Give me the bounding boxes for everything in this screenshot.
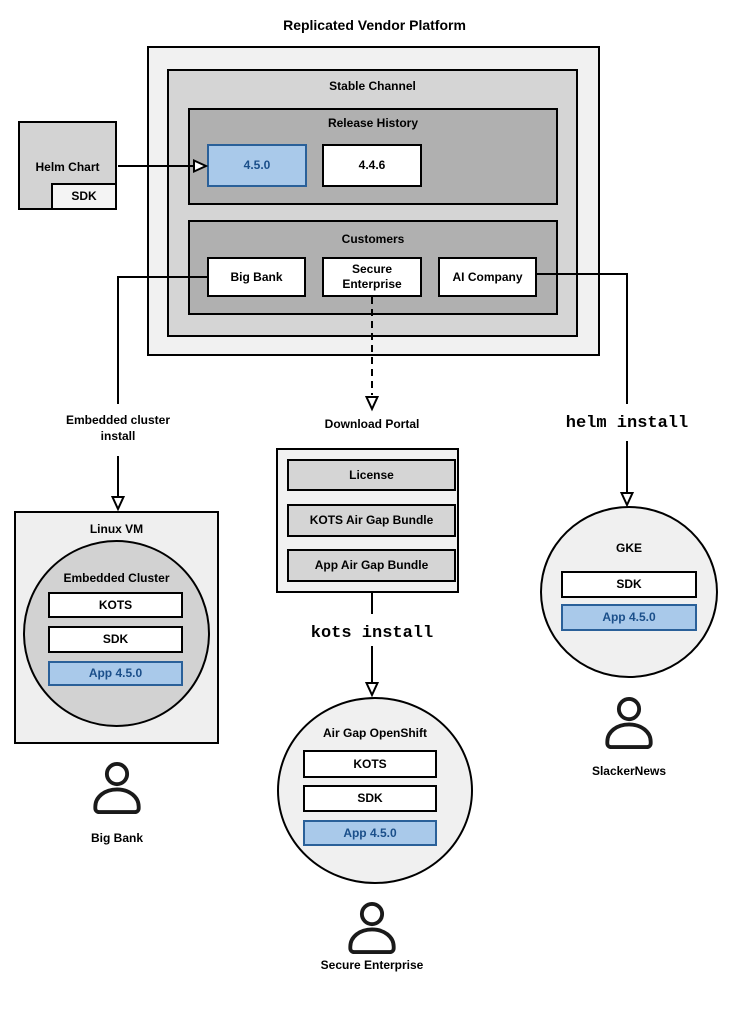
airgap-app-box: App 4.5.0 xyxy=(303,820,437,846)
linux-vm-kots-box: KOTS xyxy=(48,592,183,618)
download-portal-label: Download Portal xyxy=(324,417,420,431)
helm-sdk-box: SDK xyxy=(51,183,117,210)
user-label-big-bank: Big Bank xyxy=(90,831,143,845)
linux-vm-app-box: App 4.5.0 xyxy=(48,661,183,686)
edge-label-embedded-cluster-install: Embedded cluster install xyxy=(65,413,171,444)
airgap-kots-box: KOTS xyxy=(303,750,437,778)
portal-item-license: License xyxy=(287,459,456,491)
portal-item-kots-airgap-bundle: KOTS Air Gap Bundle xyxy=(287,504,456,537)
linux-vm-sdk-box: SDK xyxy=(48,626,183,653)
user-icon xyxy=(605,696,653,750)
portal-item-app-airgap-bundle: App Air Gap Bundle xyxy=(287,549,456,582)
customer-node-secure-enterprise: Secure Enterprise xyxy=(322,257,422,297)
release-node-4-5-0: 4.5.0 xyxy=(207,144,307,187)
helm-chart-label: Helm Chart xyxy=(35,160,100,174)
user-icon xyxy=(348,901,396,955)
user-icon xyxy=(93,761,141,815)
airgap-openshift-label: Air Gap OpenShift xyxy=(322,726,427,740)
user-label-secure-enterprise: Secure Enterprise xyxy=(320,958,424,972)
diagram-title: Replicated Vendor Platform xyxy=(283,17,466,33)
linux-vm-label: Linux VM xyxy=(89,522,144,536)
edge-label-kots-install: kots install xyxy=(310,624,434,643)
gke-app-box: App 4.5.0 xyxy=(561,604,697,631)
customer-node-ai-company: AI Company xyxy=(438,257,537,297)
edge-label-helm-install: helm install xyxy=(565,414,689,433)
user-label-slackernews: SlackerNews xyxy=(591,764,667,778)
gke-sdk-box: SDK xyxy=(561,571,697,598)
airgap-sdk-box: SDK xyxy=(303,785,437,812)
customer-node-big-bank: Big Bank xyxy=(207,257,306,297)
gke-label: GKE xyxy=(615,541,642,555)
release-node-4-4-6: 4.4.6 xyxy=(322,144,422,187)
stable-channel-label: Stable Channel xyxy=(329,79,416,93)
release-history-label: Release History xyxy=(327,116,419,130)
embedded-cluster-label: Embedded Cluster xyxy=(63,571,170,585)
customers-label: Customers xyxy=(341,232,405,246)
